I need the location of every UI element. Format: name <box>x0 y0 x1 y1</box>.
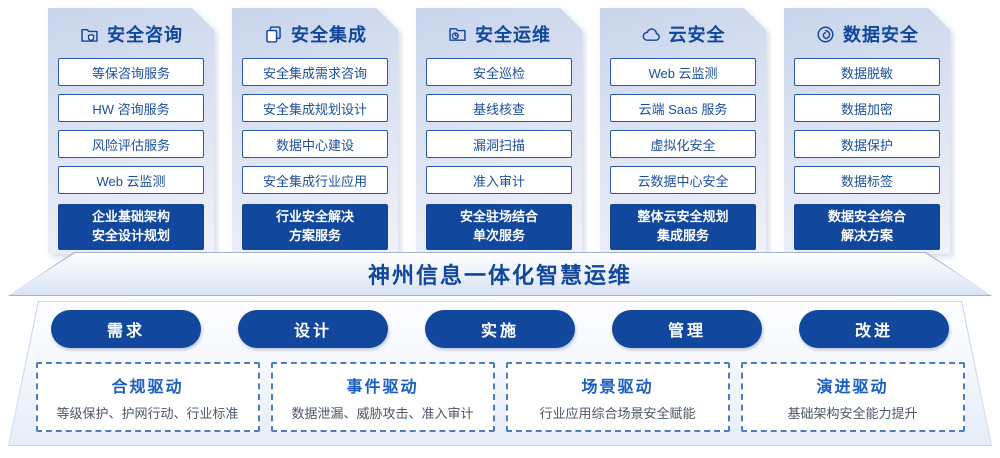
service-item: 安全巡检 <box>426 58 572 86</box>
process-step-management: 管理 <box>612 310 762 348</box>
driver-event: 事件驱动 数据泄漏、威胁攻击、准入审计 <box>270 362 495 432</box>
service-item: 基线核查 <box>426 94 572 122</box>
column-footer: 行业安全解决 方案服务 <box>242 204 388 250</box>
driver-compliance: 合规驱动 等级保护、护网行动、行业标准 <box>35 362 260 432</box>
platform-banner: 神州信息一体化智慧运维 <box>8 252 992 296</box>
footer-line: 数据安全综合 <box>827 209 906 225</box>
column-footer: 整体云安全规划 集成服务 <box>610 204 756 250</box>
service-item: 云数据中心安全 <box>610 166 756 194</box>
service-item: 风险评估服务 <box>58 130 204 158</box>
folder-shield-icon <box>79 24 100 45</box>
column-header: 安全咨询 <box>58 22 204 46</box>
process-steps-row: 需求 设计 实施 管理 改进 <box>0 310 1000 348</box>
driver-title: 事件驱动 <box>346 378 419 396</box>
footer-line: 安全驻场结合 <box>459 209 538 225</box>
driver-title: 合规驱动 <box>111 378 184 396</box>
process-step-design: 设计 <box>238 310 388 348</box>
platform-banner-title: 神州信息一体化智慧运维 <box>367 263 632 288</box>
column-header: 安全集成 <box>242 22 388 46</box>
column-footer: 企业基础架构 安全设计规划 <box>58 204 204 250</box>
driver-title: 演进驱动 <box>816 378 889 396</box>
driver-desc: 数据泄漏、威胁攻击、准入审计 <box>291 405 474 421</box>
service-column-security-operations: 安全运维 安全巡检 基线核查 漏洞扫描 准入审计 安全驻场结合 单次服务 <box>416 8 582 254</box>
column-header: 数据安全 <box>794 22 940 46</box>
service-item: 安全集成需求咨询 <box>242 58 388 86</box>
service-item: 数据标签 <box>794 166 940 194</box>
column-title: 安全运维 <box>475 25 551 45</box>
driver-scenario: 场景驱动 行业应用综合场景安全赋能 <box>505 362 730 432</box>
cloud-icon <box>641 24 662 45</box>
copy-docs-icon <box>263 24 284 45</box>
driver-desc: 等级保护、护网行动、行业标准 <box>56 405 239 421</box>
column-items: 等保咨询服务 HW 咨询服务 风险评估服务 Web 云监测 <box>58 58 204 194</box>
footer-line: 安全设计规划 <box>91 228 170 243</box>
card-wrap-cloud: 云安全 Web 云监测 云端 Saas 服务 虚拟化安全 云数据中心安全 整体云… <box>600 8 766 254</box>
service-item: Web 云监测 <box>58 166 204 194</box>
service-item: 数据脱敏 <box>794 58 940 86</box>
card-wrap-integration: 安全集成 安全集成需求咨询 安全集成规划设计 数据中心建设 安全集成行业应用 行… <box>232 8 398 254</box>
driver-title: 场景驱动 <box>581 378 654 396</box>
column-footer: 安全驻场结合 单次服务 <box>426 204 572 250</box>
card-wrap-operations: 安全运维 安全巡检 基线核查 漏洞扫描 准入审计 安全驻场结合 单次服务 <box>416 8 582 254</box>
footer-line: 行业安全解决 <box>275 209 354 225</box>
column-title: 云安全 <box>668 25 726 45</box>
footer-line: 企业基础架构 <box>91 209 170 225</box>
column-header: 安全运维 <box>426 22 572 46</box>
column-items: 数据脱敏 数据加密 数据保护 数据标签 <box>794 58 940 194</box>
service-column-security-integration: 安全集成 安全集成需求咨询 安全集成规划设计 数据中心建设 安全集成行业应用 行… <box>232 8 398 254</box>
service-item: 数据保护 <box>794 130 940 158</box>
process-step-implementation: 实施 <box>425 310 575 348</box>
footer-line: 单次服务 <box>472 228 525 243</box>
driver-desc: 基础架构安全能力提升 <box>787 405 918 421</box>
service-item: 等保咨询服务 <box>58 58 204 86</box>
service-item: 数据加密 <box>794 94 940 122</box>
folder-clock-icon <box>447 24 468 45</box>
column-items: Web 云监测 云端 Saas 服务 虚拟化安全 云数据中心安全 <box>610 58 756 194</box>
card-wrap-consulting: 安全咨询 等保咨询服务 HW 咨询服务 风险评估服务 Web 云监测 企业基础架… <box>48 8 214 254</box>
column-title: 安全集成 <box>291 25 367 45</box>
service-item: Web 云监测 <box>610 58 756 86</box>
service-item: 安全集成规划设计 <box>242 94 388 122</box>
service-cards-row: 安全咨询 等保咨询服务 HW 咨询服务 风险评估服务 Web 云监测 企业基础架… <box>0 8 1000 254</box>
service-item: 虚拟化安全 <box>610 130 756 158</box>
column-title: 安全咨询 <box>107 25 183 45</box>
column-items: 安全巡检 基线核查 漏洞扫描 准入审计 <box>426 58 572 194</box>
footer-line: 解决方案 <box>840 228 893 243</box>
fingerprint-icon <box>815 24 836 45</box>
service-item: 数据中心建设 <box>242 130 388 158</box>
footer-line: 整体云安全规划 <box>637 209 729 225</box>
driver-evolution: 演进驱动 基础架构安全能力提升 <box>740 362 965 432</box>
card-wrap-data: 数据安全 数据脱敏 数据加密 数据保护 数据标签 数据安全综合 解决方案 <box>784 8 950 254</box>
service-column-cloud-security: 云安全 Web 云监测 云端 Saas 服务 虚拟化安全 云数据中心安全 整体云… <box>600 8 766 254</box>
service-item: 准入审计 <box>426 166 572 194</box>
process-step-improvement: 改进 <box>799 310 949 348</box>
column-header: 云安全 <box>610 22 756 46</box>
service-column-data-security: 数据安全 数据脱敏 数据加密 数据保护 数据标签 数据安全综合 解决方案 <box>784 8 950 254</box>
process-step-requirements: 需求 <box>51 310 201 348</box>
service-item: 云端 Saas 服务 <box>610 94 756 122</box>
service-item: 安全集成行业应用 <box>242 166 388 194</box>
column-title: 数据安全 <box>843 25 919 45</box>
service-column-security-consulting: 安全咨询 等保咨询服务 HW 咨询服务 风险评估服务 Web 云监测 企业基础架… <box>48 8 214 254</box>
platform-banner-surface: 神州信息一体化智慧运维 <box>9 253 991 295</box>
column-footer: 数据安全综合 解决方案 <box>794 204 940 250</box>
footer-line: 集成服务 <box>656 228 709 243</box>
service-item: 漏洞扫描 <box>426 130 572 158</box>
column-items: 安全集成需求咨询 安全集成规划设计 数据中心建设 安全集成行业应用 <box>242 58 388 194</box>
service-item: HW 咨询服务 <box>58 94 204 122</box>
drivers-row: 合规驱动 等级保护、护网行动、行业标准 事件驱动 数据泄漏、威胁攻击、准入审计 … <box>0 362 1000 432</box>
footer-line: 方案服务 <box>288 228 341 243</box>
driver-desc: 行业应用综合场景安全赋能 <box>539 405 696 421</box>
